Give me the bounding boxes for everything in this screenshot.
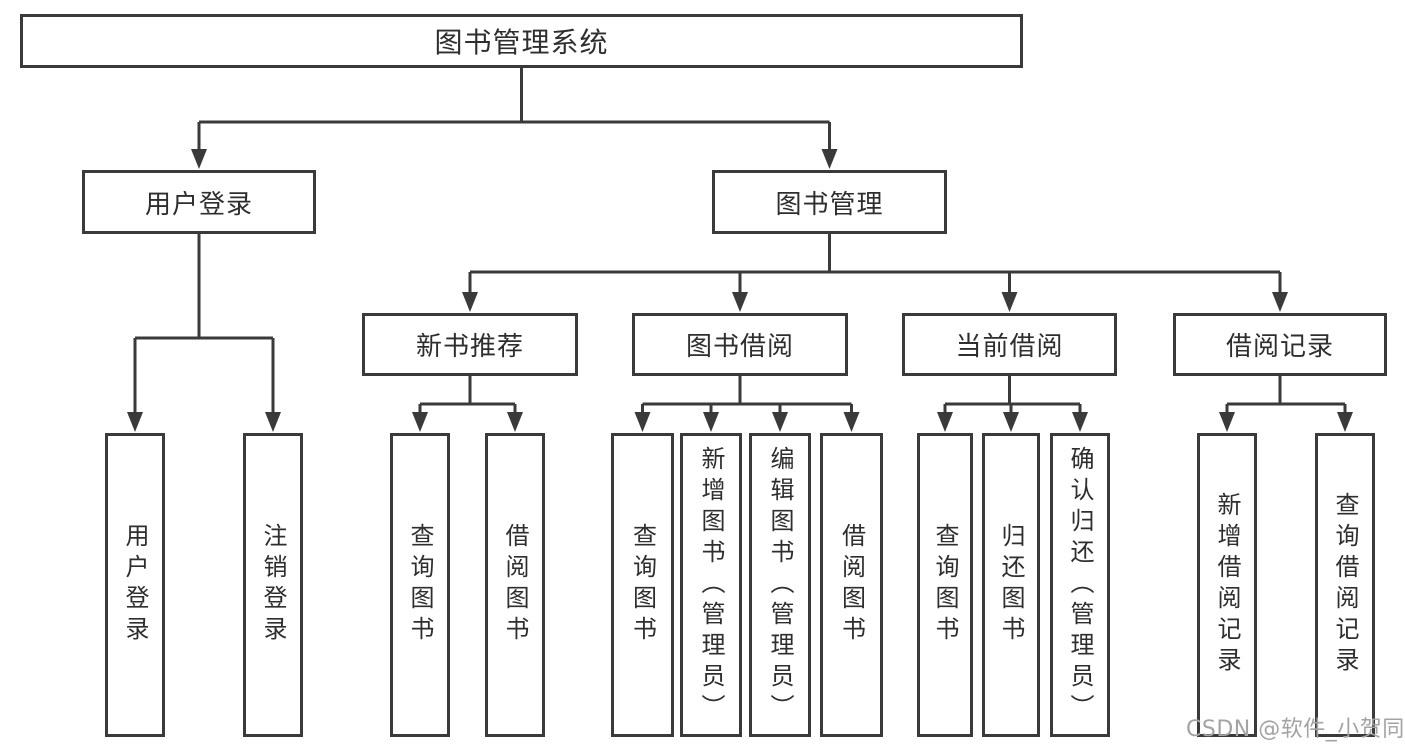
leaf-logout-label: 注销登录 [259,523,287,647]
node-root: 图书管理系统 [20,14,1023,68]
leaf-return-books: 归还图书 [982,433,1040,737]
leaf-edit-books-admin-label: 编辑图书（管理员） [766,445,794,725]
leaf-logout: 注销登录 [243,433,303,737]
node-current-borrowing-label: 当前借阅 [955,332,1064,362]
node-current-borrowing: 当前借阅 [902,313,1117,376]
leaf-borrow-books-recommend-label: 借阅图书 [501,523,529,647]
leaf-user-login-label: 用户登录 [121,523,149,647]
leaf-query-books-borrowing-label: 查询图书 [628,523,657,647]
csdn-watermark: CSDN @软件_小贺同学 [1186,717,1405,742]
node-user-login: 用户登录 [82,170,316,234]
node-book-borrowing: 图书借阅 [632,313,848,376]
connector-book-borrowing-children [634,376,860,432]
leaf-confirm-return-admin-label: 确认归还（管理员） [1066,445,1094,725]
node-book-management-label: 图书管理 [775,189,884,220]
connector-current-borrowing-children [937,376,1088,432]
node-user-login-label: 用户登录 [144,189,253,220]
leaf-borrow-books-recommend: 借阅图书 [485,433,545,737]
connector-root-to-level2 [191,68,838,169]
connector-user-login-children [127,234,281,432]
leaf-user-login: 用户登录 [105,433,165,737]
leaf-add-borrow-record-label: 新增借阅记录 [1213,492,1241,678]
leaf-return-books-label: 归还图书 [997,523,1025,647]
leaf-edit-books-admin: 编辑图书（管理员） [749,433,811,737]
node-borrowing-records: 借阅记录 [1173,313,1387,376]
leaf-confirm-return-admin: 确认归还（管理员） [1050,433,1110,737]
connector-borrowing-records-children [1219,376,1353,432]
leaf-query-books-recommend: 查询图书 [390,433,450,737]
connector-new-book-recommend-children [412,376,523,432]
node-new-book-recommend: 新书推荐 [362,313,578,376]
node-root-label: 图书管理系统 [434,26,609,59]
leaf-query-borrow-record-label: 查询借阅记录 [1331,492,1359,678]
leaf-add-borrow-record: 新增借阅记录 [1197,433,1257,737]
node-borrowing-records-label: 借阅记录 [1225,332,1334,362]
leaf-query-books-borrowing: 查询图书 [611,433,674,737]
leaf-add-books-admin: 新增图书（管理员） [680,433,742,737]
leaf-borrow-books-label: 借阅图书 [837,523,866,647]
connector-book-management-children [462,234,1288,312]
leaf-query-books-recommend-label: 查询图书 [406,523,434,647]
leaf-borrow-books: 借阅图书 [820,433,883,737]
leaf-query-borrow-record: 查询借阅记录 [1315,433,1375,737]
node-book-borrowing-label: 图书借阅 [685,332,794,362]
node-new-book-recommend-label: 新书推荐 [415,332,524,362]
node-book-management: 图书管理 [712,170,947,234]
leaf-add-books-admin-label: 新增图书（管理员） [697,445,725,725]
leaf-query-books-current-label: 查询图书 [931,523,959,647]
leaf-query-books-current: 查询图书 [917,433,973,737]
